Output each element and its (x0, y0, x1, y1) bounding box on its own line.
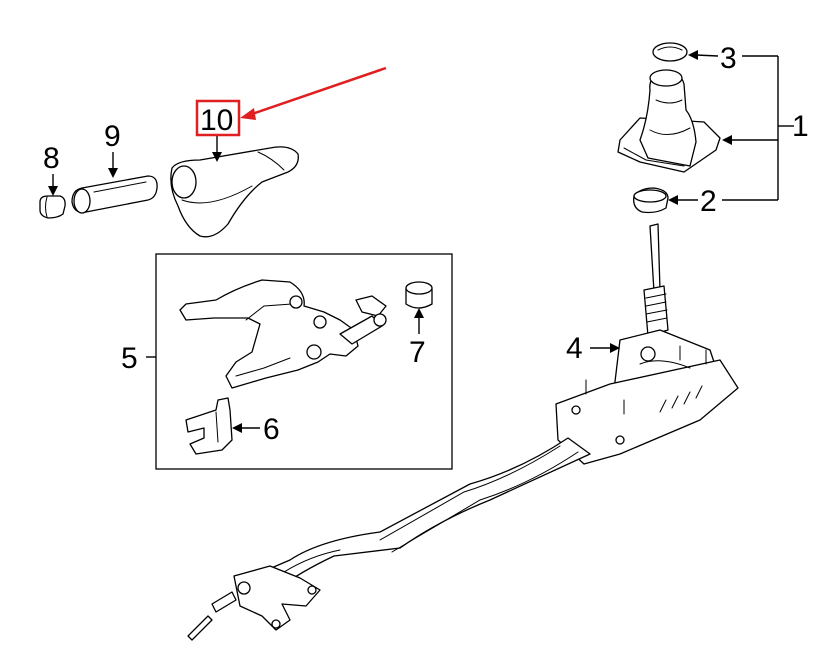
callout-2: 2 (700, 185, 717, 218)
part-3-cap-disc (652, 42, 688, 62)
callout-4: 4 (566, 332, 583, 365)
part-4-shifter-base (555, 223, 739, 465)
highlight-callout-10 (195, 66, 387, 137)
shift-cables (247, 437, 591, 591)
group-box-5 (155, 253, 453, 470)
callout-3: 3 (720, 42, 737, 75)
part-7-bushing (405, 281, 433, 309)
part-5-selector-bracket (179, 279, 387, 389)
callout-6: 6 (263, 413, 280, 446)
callout-8: 8 (43, 142, 60, 175)
callout-labels: 1 2 3 4 5 6 7 8 9 10 (43, 42, 809, 446)
part-1-shift-boot-assembly (617, 69, 721, 173)
callout-7: 7 (409, 336, 426, 369)
callout-9: 9 (104, 120, 121, 153)
callout-1: 1 (792, 110, 809, 143)
leader-lines (48, 50, 794, 433)
cable-bracket (187, 565, 321, 641)
part-6-clip (185, 397, 233, 455)
part-9-handle-grip (71, 175, 158, 214)
callout-10: 10 (200, 104, 233, 137)
part-8-cap (39, 195, 66, 219)
part-2-collar (633, 187, 669, 214)
part-10-boot (170, 146, 299, 238)
callout-5: 5 (121, 342, 138, 375)
